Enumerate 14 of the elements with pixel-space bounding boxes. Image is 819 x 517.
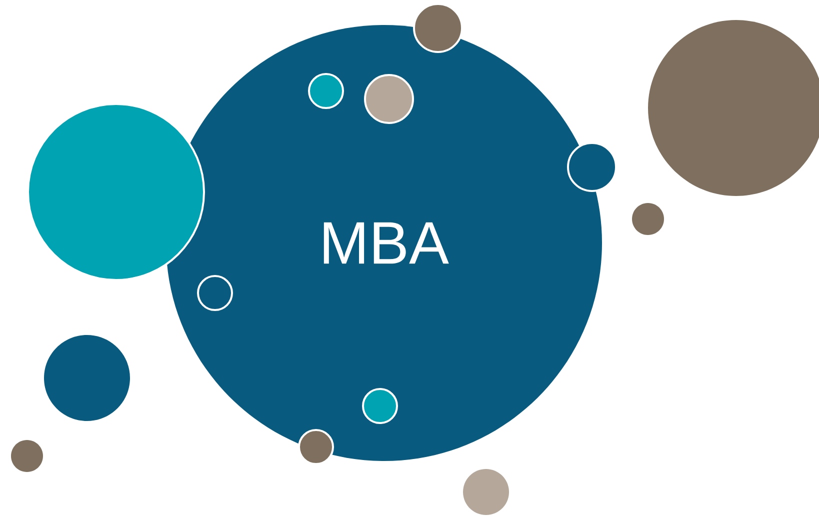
bubble <box>567 142 617 192</box>
bubble <box>632 203 664 235</box>
bubble <box>11 440 43 472</box>
bubble <box>298 429 334 465</box>
main-bubble: MBA <box>166 25 602 461</box>
bubble <box>27 103 205 281</box>
bubble <box>44 335 130 421</box>
bubble <box>463 469 509 515</box>
bubble <box>413 3 463 53</box>
bubble <box>197 275 233 311</box>
bubble <box>362 388 398 424</box>
bubble <box>648 20 819 196</box>
bubble <box>308 73 344 109</box>
bubble <box>364 74 414 124</box>
